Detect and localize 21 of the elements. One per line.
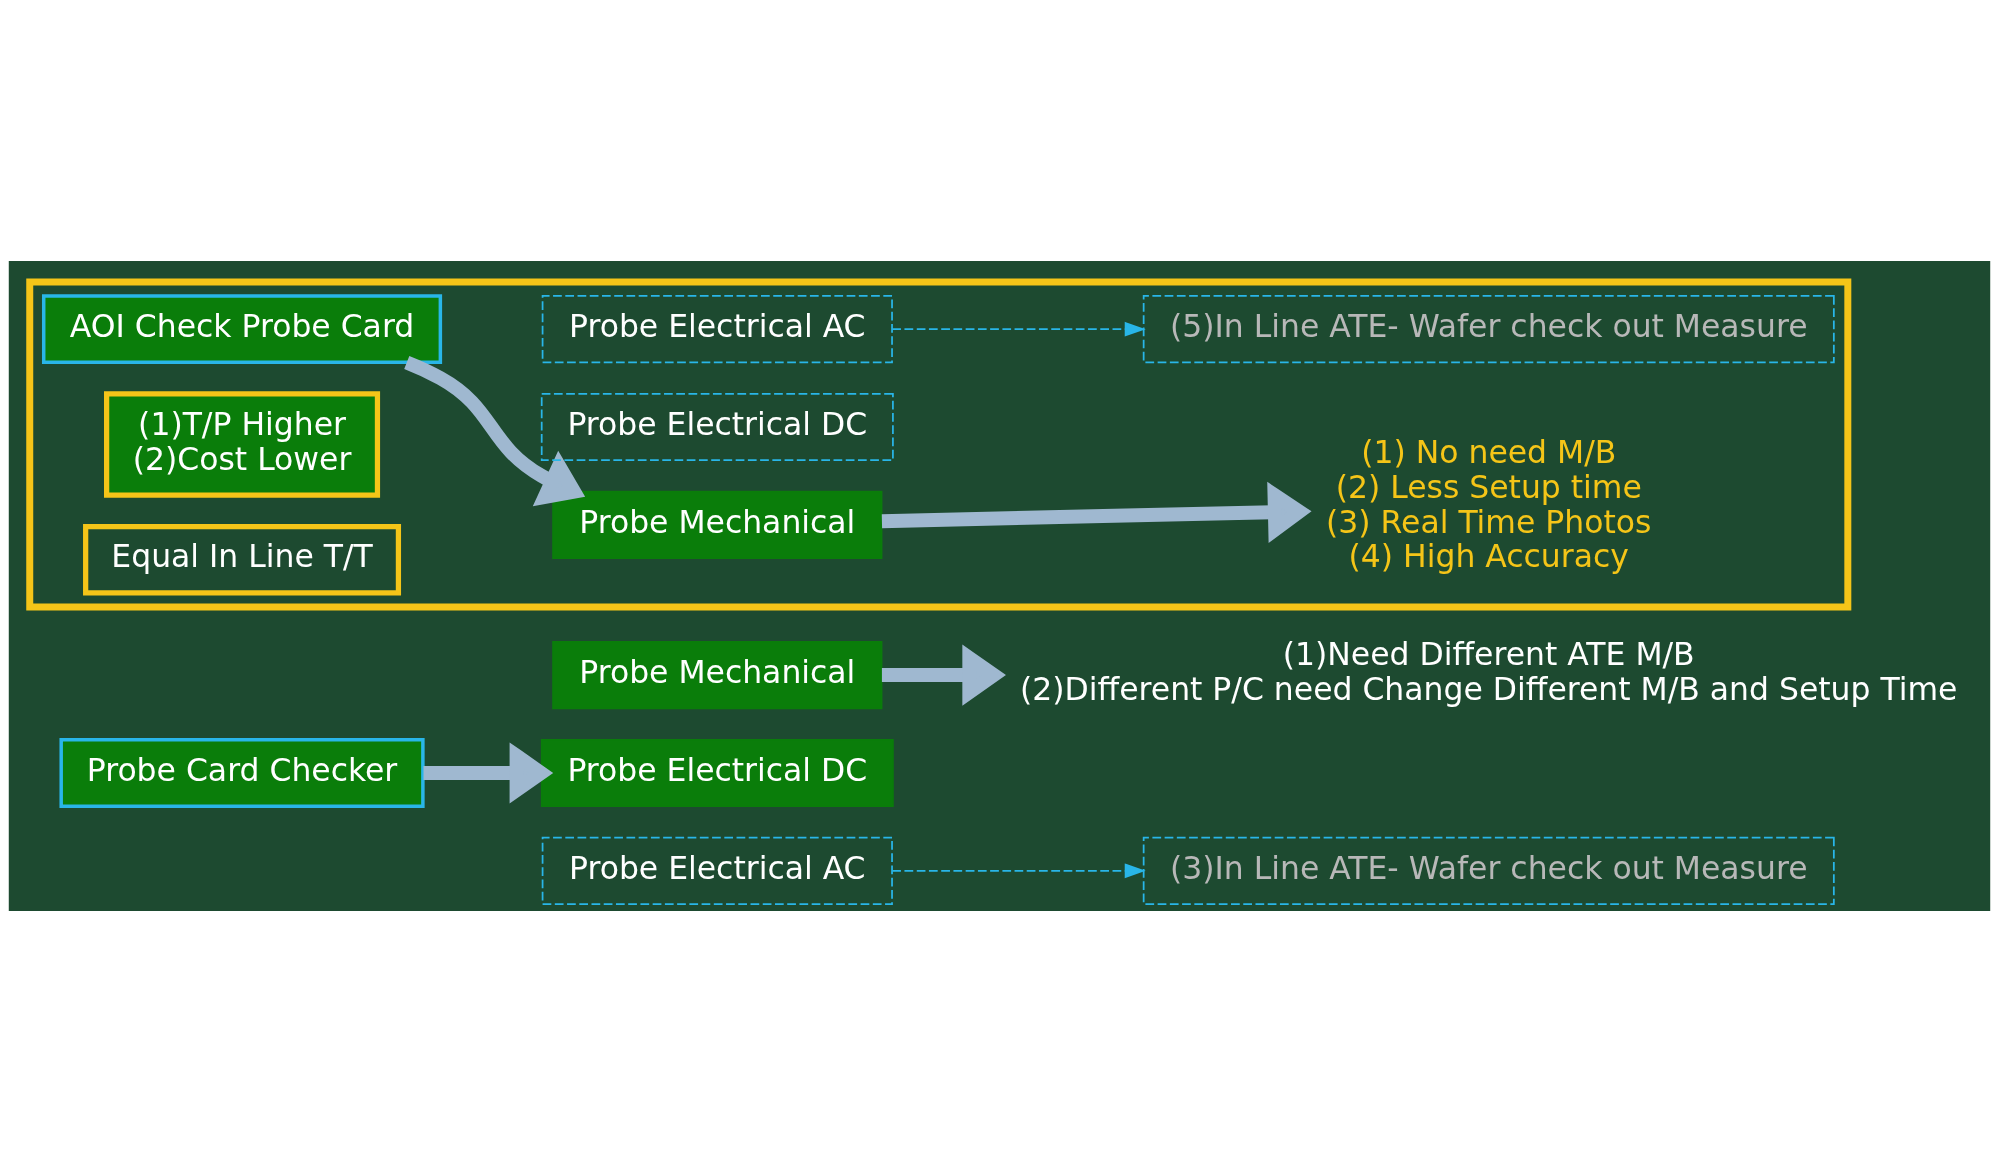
arrow — [891, 321, 1146, 336]
node-text: (1)Need Different ATE M/B (2)Different P/C need Change Different M/B and Setup Time — [1020, 635, 1958, 707]
node-box: Probe Electrical DC — [540, 392, 894, 461]
arrow — [891, 862, 1146, 878]
node-box: Probe Mechanical — [552, 490, 883, 559]
node-box: (3)In Line ATE- Wafer check out Measure — [1142, 836, 1835, 905]
arrow — [423, 741, 554, 803]
node-box: Equal In Line T/T — [83, 523, 402, 596]
node-box: Probe Electrical AC — [541, 836, 893, 905]
node-box: Probe Mechanical — [552, 640, 883, 709]
node-box: Probe Electrical DC — [540, 738, 894, 807]
cluster — [26, 277, 1852, 610]
node-box: Probe Card Checker — [59, 737, 425, 808]
node-box: (5)In Line ATE- Wafer check out Measure — [1142, 294, 1835, 363]
node-box: Probe Electrical AC — [541, 294, 893, 363]
node-text: (1) No need M/B (2) Less Setup time (3) Real Time Photos (4) High Accuracy — [1326, 433, 1652, 574]
arrow — [881, 644, 1006, 706]
node-box: AOI Check Probe Card — [41, 293, 443, 364]
arrow — [404, 355, 586, 506]
arrow — [881, 481, 1312, 543]
node-box: (1)T/P Higher (2)Cost Lower — [104, 390, 381, 498]
